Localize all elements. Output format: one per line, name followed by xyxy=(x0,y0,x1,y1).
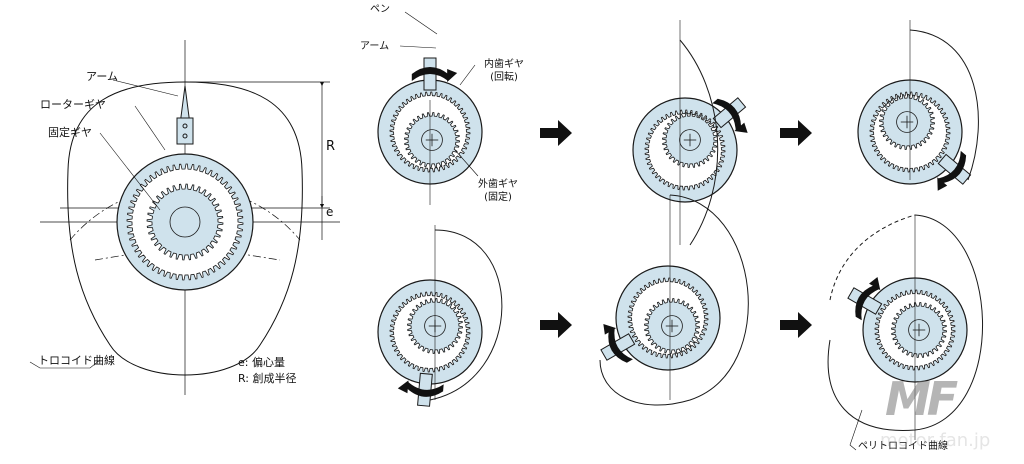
leader-internal xyxy=(459,64,476,86)
label-R: R xyxy=(326,139,336,154)
leader-arm-2 xyxy=(399,45,437,49)
watermark-site: motor-fan.jp xyxy=(880,430,991,451)
step-arrow-icon xyxy=(540,120,572,146)
fixed-gear xyxy=(146,183,224,261)
external-gear-name: 外歯ギヤ xyxy=(478,179,518,190)
peritrochoid-curve xyxy=(829,214,916,301)
arm xyxy=(176,117,194,145)
label-internal-gear: 内歯ギヤ (回転) xyxy=(484,58,524,84)
internal-gear-note: (回転) xyxy=(490,72,518,83)
label-e: e xyxy=(326,205,334,219)
rotation-arrowhead-icon xyxy=(734,122,748,133)
arm-pin xyxy=(182,133,188,139)
leader-peritrochoid xyxy=(849,409,863,451)
label-trochoid: トロコイド曲線 xyxy=(38,354,115,367)
rotation-arrowhead-icon xyxy=(397,380,409,394)
peritrochoid-curve xyxy=(599,194,749,406)
leader-trochoid xyxy=(29,359,101,369)
rotation-arrowhead-icon xyxy=(447,69,458,82)
panel-4 xyxy=(377,279,483,407)
label-rotor-gear: ローターギヤ xyxy=(40,98,106,111)
rotation-arrowhead-icon xyxy=(937,177,948,191)
panel-2 xyxy=(632,97,748,203)
panel-5 xyxy=(600,265,721,371)
leader-fixed xyxy=(99,132,161,211)
leader-arm xyxy=(112,79,179,97)
gear-center-circle xyxy=(908,319,930,341)
label-peritrochoid: ペリトロコイド曲線 xyxy=(858,441,948,452)
gear-center-circle xyxy=(679,129,701,151)
internal-gear-name: 内歯ギヤ xyxy=(484,59,524,70)
leader-external xyxy=(454,149,479,177)
rotation-arrow-icon xyxy=(608,327,633,363)
arm xyxy=(411,57,458,91)
watermark-logo: MF xyxy=(885,372,958,426)
label-external-gear: 外歯ギヤ (固定) xyxy=(478,178,518,204)
rotation-arrow-icon xyxy=(855,285,880,321)
label-arm: アーム xyxy=(86,70,119,83)
label-pen: ペン xyxy=(370,4,390,15)
label-arm-2: アーム xyxy=(360,41,390,52)
arm xyxy=(397,372,444,407)
arm xyxy=(937,150,972,191)
center-circle xyxy=(169,206,201,238)
step-arrow-icon xyxy=(780,312,812,338)
legend-R: R: 創成半径 xyxy=(238,372,297,385)
rotation-arrowhead-icon xyxy=(869,276,881,291)
peritrochoid-curve xyxy=(679,39,719,246)
arm xyxy=(600,323,636,363)
leader-pen xyxy=(404,11,438,35)
external-gear-note: (固定) xyxy=(484,192,512,203)
panel-3 xyxy=(857,79,972,191)
arm xyxy=(712,97,748,133)
gear-center-circle xyxy=(896,111,918,133)
leader-rotor xyxy=(134,105,166,151)
rotation-arrow-icon xyxy=(406,381,444,397)
peritrochoid-curve xyxy=(429,229,503,401)
panel-6 xyxy=(847,276,968,383)
peritrochoid-curve xyxy=(827,214,983,431)
label-fixed-gear: 固定ギヤ xyxy=(48,126,92,139)
gear-center-circle xyxy=(421,129,443,151)
rotation-arrowhead-icon xyxy=(603,323,617,335)
peritrochoid-curve xyxy=(909,29,979,181)
arm-pin xyxy=(182,123,188,129)
legend-e: e: 偏心量 xyxy=(238,356,285,369)
rotation-arrow-icon xyxy=(411,67,449,81)
gear-center-circle xyxy=(661,315,683,337)
step-arrow-icon xyxy=(540,312,572,338)
arm xyxy=(847,276,883,321)
trochoid-figure xyxy=(40,40,340,395)
step-arrow-icon xyxy=(780,120,812,146)
